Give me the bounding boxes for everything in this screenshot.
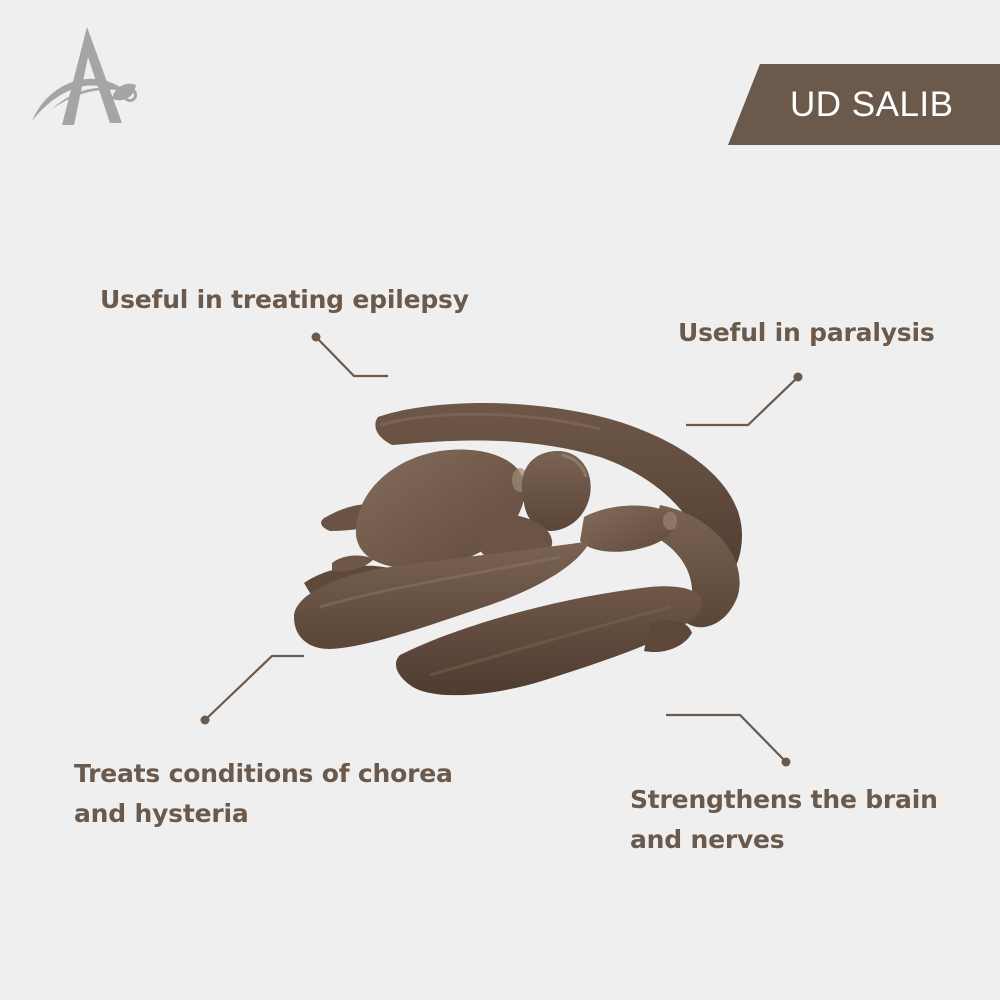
callout-paralysis-line-1: Useful in paralysis — [678, 318, 935, 347]
callout-brain-line-2: and nerves — [630, 825, 785, 854]
leader-brain — [666, 713, 787, 763]
leader-dot-chorea — [200, 715, 210, 725]
leader-epilepsy — [315, 336, 388, 378]
title-banner — [728, 64, 1000, 145]
callout-brain-nerves: Strengthens the brain and nerves — [630, 780, 938, 860]
callout-epilepsy: Useful in treating epilepsy — [100, 280, 469, 320]
leader-dot-paralysis — [793, 372, 803, 382]
leader-dot-epilepsy — [311, 332, 321, 342]
leader-dot-brain — [781, 757, 791, 767]
callout-paralysis: Useful in paralysis — [678, 313, 935, 353]
callout-chorea-line-1: Treats conditions of chorea — [74, 759, 453, 788]
callout-epilepsy-line-1: Useful in treating epilepsy — [100, 285, 469, 314]
callout-brain-line-1: Strengthens the brain — [630, 785, 938, 814]
leaf-a-logo-icon — [32, 27, 137, 125]
dried-root-image — [294, 403, 742, 696]
callout-chorea-hysteria: Treats conditions of chorea and hysteria — [74, 754, 453, 834]
callout-chorea-line-2: and hysteria — [74, 799, 249, 828]
leader-chorea — [204, 654, 304, 721]
page-title: UD SALIB — [790, 85, 954, 124]
leader-paralysis — [686, 376, 799, 427]
